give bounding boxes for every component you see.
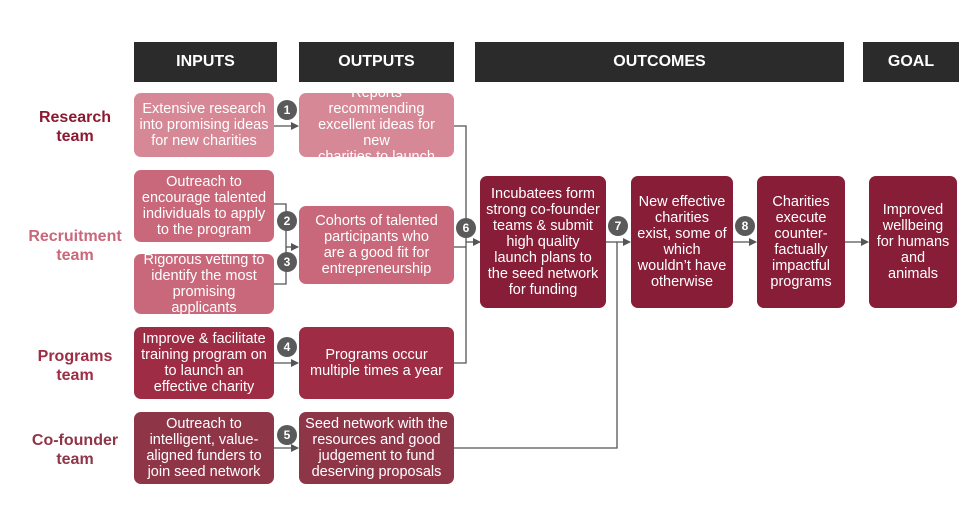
input-outreach-talent: Outreach to encourage talented individua… — [134, 170, 274, 242]
outcome-new-charities: New effective charities exist, some of w… — [631, 176, 733, 308]
line-seed — [454, 242, 618, 449]
step-badge-7: 7 — [608, 216, 628, 236]
step-badge-3: 3 — [277, 252, 297, 272]
step-badge-6: 6 — [456, 218, 476, 238]
outcome-charities-execute: Charities execute counter- factually imp… — [757, 176, 845, 308]
team-recruitment: Recruitment team — [28, 228, 122, 264]
header-outputs: OUTPUTS — [299, 42, 454, 82]
header-outcomes: OUTCOMES — [475, 42, 844, 82]
input-training: Improve & facilitate training program on… — [134, 327, 274, 399]
merge-outputs — [454, 125, 467, 364]
step-badge-2: 2 — [277, 211, 297, 231]
input-research: Extensive research into promising ideas … — [134, 93, 274, 157]
goal-wellbeing: Improved wellbeing for humans and animal… — [869, 176, 957, 308]
step-badge-5: 5 — [277, 425, 297, 445]
step-badge-8: 8 — [735, 216, 755, 236]
team-cofounder: Co-founder team — [31, 432, 119, 468]
output-programs: Programs occur multiple times a year — [299, 327, 454, 399]
outcome-incubatees: Incubatees form strong co-founder teams … — [480, 176, 606, 308]
team-research: Research team — [38, 109, 112, 145]
input-outreach-funders: Outreach to intelligent, value- aligned … — [134, 412, 274, 484]
input-vetting: Rigorous vetting to identify the most pr… — [134, 252, 274, 316]
output-reports: Reports recommending excellent ideas for… — [299, 85, 454, 165]
line-2 — [274, 203, 287, 247]
header-inputs: INPUTS — [134, 42, 277, 82]
step-badge-1: 1 — [277, 100, 297, 120]
header-goal: GOAL — [863, 42, 959, 82]
team-programs: Programs team — [37, 348, 113, 384]
output-cohorts: Cohorts of talented participants who are… — [299, 206, 454, 284]
step-badge-4: 4 — [277, 337, 297, 357]
output-seed-network: Seed network with the resources and good… — [299, 412, 454, 484]
